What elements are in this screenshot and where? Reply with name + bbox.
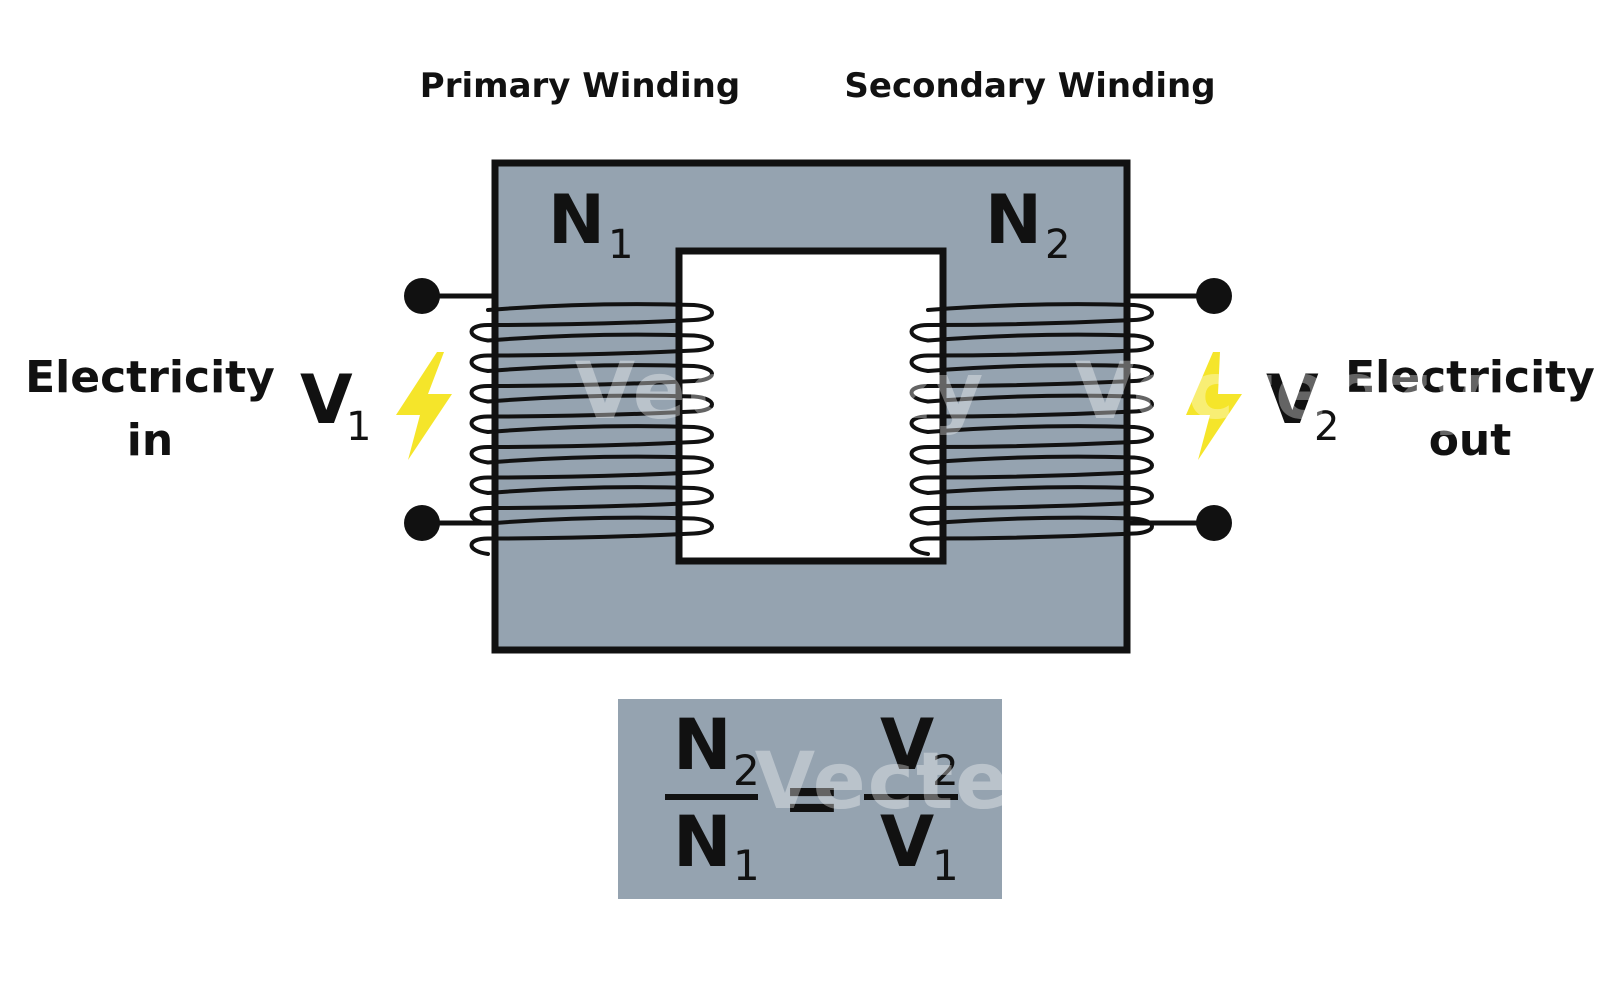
watermark-top: Vecteezy — [675, 0, 1086, 74]
input-label-line1: Electricity — [25, 352, 275, 403]
formula-right-denominator-sub: 1 — [932, 841, 959, 890]
formula-left-denominator: N — [673, 801, 732, 883]
formula-left-numerator-sub: 2 — [733, 746, 760, 795]
formula-equals-sign: = — [783, 757, 842, 839]
secondary-winding-label: Secondary Winding — [844, 66, 1215, 106]
n2-subscript: 2 — [1045, 222, 1070, 268]
secondary-terminal-bottom — [1196, 505, 1232, 541]
core-outer — [491, 159, 1131, 654]
n1-subscript: 1 — [608, 222, 633, 268]
formula-left-numerator: N — [673, 704, 732, 786]
watermark-right: Vecteezy — [1075, 347, 1486, 437]
output-label-line1: Electricity — [1345, 352, 1595, 403]
secondary-leads — [1127, 278, 1232, 541]
secondary-coil-turn — [909, 485, 1154, 526]
formula-right-numerator: V — [880, 704, 934, 786]
formula-right-numerator-sub: 2 — [932, 746, 959, 795]
primary-coil — [469, 302, 714, 556]
primary-coil-turn — [469, 393, 714, 434]
core-window — [675, 247, 947, 565]
secondary-coil-turn — [909, 454, 1154, 495]
primary-coil-turn — [469, 302, 714, 343]
primary-coil-turn — [469, 454, 714, 495]
watermark-center: Vecteezy — [575, 347, 986, 437]
primary-terminal-bottom — [404, 505, 440, 541]
secondary-coil-turn — [909, 393, 1154, 434]
primary-coil-turn — [469, 424, 714, 465]
secondary-coil-turn — [909, 302, 1154, 343]
formula-right-denominator: V — [880, 801, 934, 883]
secondary-coil-turn — [909, 424, 1154, 465]
n1-symbol: N — [548, 181, 605, 260]
primary-coil-turn — [469, 485, 714, 526]
v1-subscript: 1 — [346, 404, 371, 450]
secondary-coil — [909, 302, 1154, 556]
primary-winding-label: Primary Winding — [420, 66, 740, 106]
input-lightning-bolt-icon — [396, 352, 452, 460]
output-label-line2: out — [1429, 415, 1512, 466]
secondary-coil-turn — [909, 515, 1154, 556]
v2-symbol: V — [1266, 361, 1319, 440]
watermark-bottom: Vecteezy — [755, 737, 1166, 827]
output-lightning-bolt-icon — [1186, 352, 1242, 460]
secondary-terminal-top — [1196, 278, 1232, 314]
primary-coil-turn — [469, 332, 714, 373]
v2-subscript: 2 — [1314, 404, 1339, 450]
primary-coil-turn — [469, 515, 714, 556]
transformer-core — [491, 159, 1131, 654]
primary-coil-turn — [469, 363, 714, 404]
v1-symbol: V — [300, 361, 353, 440]
primary-terminal-top — [404, 278, 440, 314]
secondary-coil-turn — [909, 332, 1154, 373]
watermark-layer: Vecteezy Vecteezy Vecteezy Vecteezy Vect… — [0, 0, 1486, 827]
input-label-line2: in — [127, 415, 173, 466]
formula-left-denominator-sub: 1 — [733, 841, 760, 890]
n2-symbol: N — [985, 181, 1042, 260]
watermark-bottom-left: Vecteezy — [0, 737, 355, 827]
secondary-coil-turn — [909, 363, 1154, 404]
turns-ratio-formula: N 2 N 1 = V 2 V 1 — [618, 699, 1002, 899]
